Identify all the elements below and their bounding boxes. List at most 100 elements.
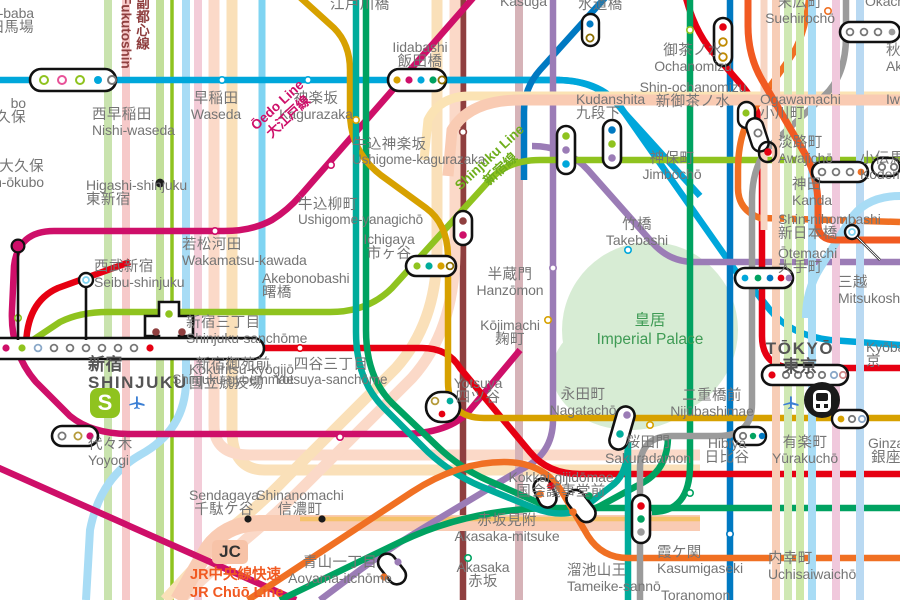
station-jp: 桜田門 — [625, 435, 671, 451]
interchange-aoyama-itchome — [376, 552, 408, 586]
station-label-ushigome-kagurazaka: 牛込神楽坂 Ushigome-kagurazaka — [352, 137, 485, 168]
station-label-shin-ochanomizu: Shin-ochanomizu 新御茶ノ水 — [640, 80, 747, 110]
station-label-shinjuku-sanchome: 新宿三丁目 Shinjuku-sanchōme — [186, 315, 307, 346]
interchange-kasumigaseki — [630, 493, 652, 545]
station-en: Kodemma — [860, 166, 900, 183]
station-jp: 東京 — [782, 357, 818, 377]
station-en: Kokuritsu-kyōgijō — [189, 361, 294, 377]
interchange-yoyogi — [50, 424, 100, 448]
station-jp: 代々木 — [88, 437, 133, 453]
station-label-ichigaya: Ichigaya 市ヶ谷 — [363, 232, 414, 262]
station-jp: 溜池山王 — [567, 563, 627, 579]
interchange-jimbocho — [601, 118, 623, 170]
station-jp: 新大久保 — [0, 159, 44, 175]
interchange-kasuga — [852, 14, 870, 48]
station-jp: 飯田橋 — [397, 53, 443, 70]
station-label-hibiya: Hibiya 日比谷 — [705, 436, 750, 466]
namboku-line — [352, 0, 632, 600]
station-jp: 千駄ケ谷 — [194, 501, 254, 518]
jc-badge-text: JC — [219, 542, 241, 561]
station-en: Ginza — [867, 435, 900, 451]
station-label-okachimachi: Okachi — [865, 0, 900, 9]
station-label-yotsuya-sanchome: 四谷三丁目 Yotsuya-sanchōme — [274, 357, 388, 388]
jr-chuo-line-label: JR中央線快速 JR Chūō Line — [190, 566, 283, 600]
station-en: Shin-ochanomizu — [639, 79, 747, 95]
station-label-iidabashi: Iidabashi 飯田橋 — [392, 40, 447, 70]
interchange-yotsuya — [424, 390, 462, 424]
station-en: Sendagaya — [189, 487, 259, 503]
station-en: Iidabashi — [392, 39, 448, 55]
station-label-okubo: bo 大久保 — [0, 96, 26, 126]
station-label-ushigome-yanagicho: 牛込柳町 Ushigome-yanagichō — [298, 197, 424, 228]
interchange-shinjuku — [0, 238, 266, 361]
station-en: Ichigaya — [363, 231, 415, 247]
station-jp: 神保町 — [649, 151, 695, 167]
interchange-tameike-sanno — [565, 488, 597, 524]
station-label-sendagaya: Sendagaya 千駄ケ谷 — [189, 488, 259, 518]
station-label-nagatacho: 永田町 Nagatachō — [550, 387, 617, 418]
station-jp: 東新宿 — [86, 191, 131, 208]
station-jp: 半蔵門 — [487, 267, 533, 283]
station-jp: 西早稲田 — [92, 107, 152, 123]
tokyo-pictograms — [804, 382, 840, 418]
station-label-hanzomon: 半蔵門 Hanzōmon — [477, 267, 544, 298]
station-en: Shin-nihombashi — [778, 211, 881, 227]
station-en: TŌKYŌ — [765, 339, 835, 358]
hibiya-line — [636, 0, 850, 600]
station-jp: 秋 — [886, 43, 900, 59]
station-en: Toranomon — [661, 587, 731, 600]
station-en: Higashi-shinjuku — [86, 177, 188, 193]
station-jp: 早稲田 — [193, 91, 239, 107]
station-jp: 新御茶ノ水 — [655, 93, 731, 110]
station-en: Ushigome-yanagichō — [298, 212, 424, 228]
interchange-mitsukoshimae — [870, 156, 900, 178]
jc-line-badge: JC — [212, 540, 248, 564]
station-en: Akasaka-mitsuke — [454, 528, 560, 545]
station-en: bo — [10, 95, 26, 111]
station-label-ogawamachi: Ogawamachi 小川町 — [760, 92, 841, 122]
station-jp: 竹橋 — [622, 217, 652, 233]
station-en: Shinanomachi — [256, 487, 344, 503]
station-label-shinjuku: 新宿 SHINJUKU — [88, 355, 188, 393]
station-label-kanda: 神田 Kanda — [792, 177, 832, 208]
interchange-higashi-shinjuku — [452, 209, 474, 247]
station-jp: 末広町 — [777, 0, 823, 11]
line-label-en: Fukutoshin — [118, 0, 134, 69]
station-jp: 霞ケ関 — [657, 545, 702, 561]
station-en: Aoyama-itchōme — [288, 570, 392, 587]
station-label-uchisaiwaicho: 内幸町 Uchisaiwaichō — [768, 551, 856, 582]
station-jp: 御茶ノ水 — [663, 43, 723, 59]
station-jp: 若松河田 — [182, 237, 242, 253]
station-label-iwamotocho: Iw — [886, 92, 900, 107]
interchange-akihabara — [838, 20, 900, 44]
station-en: Kasuga — [500, 0, 547, 9]
station-jp: 高田馬場 — [0, 19, 34, 36]
interchange-otemachi — [733, 266, 795, 290]
station-en: Yotsuya-sanchōme — [274, 372, 388, 388]
station-label-awajicho: 淡路町 Awajichō — [778, 135, 833, 166]
interchange-kasuga-marker — [580, 12, 601, 48]
station-en: Ak — [886, 58, 900, 75]
airplane-icon — [126, 392, 148, 417]
station-label-nijubashimae: 二重橋前 Nijūbashimae — [670, 388, 754, 419]
station-en: Ōtemachi — [778, 245, 838, 261]
station-jp: 神田 — [792, 177, 822, 193]
station-label-suehirocho: 末広町 Suehirochō — [765, 0, 835, 26]
station-en: Nishi-waseda — [92, 122, 175, 139]
interchange-iidabashi — [386, 67, 448, 93]
station-label-takebashi: 竹橋 Takebashi — [606, 217, 668, 248]
station-label-edogawabashi: 江戸川橋 — [330, 0, 390, 13]
station-label-kagurazaka: 神楽坂 Kagurazaka — [279, 91, 353, 122]
station-label-aoyama-itchome: 青山一丁目 Aoyama-itchōme — [288, 555, 392, 587]
interchange-kudanshita — [555, 124, 577, 176]
interchange-akasaka-mitsuke — [532, 477, 558, 509]
interchange-markers — [0, 12, 900, 586]
station-en: Sakuradamon — [604, 450, 692, 467]
station-jp: 新日本橋 — [778, 225, 838, 242]
station-jp: 国会議事堂前 — [516, 483, 606, 500]
station-en: Tameike-sannō — [567, 578, 661, 595]
station-label-yotsuya: Yotsuya 四ツ谷 — [454, 376, 503, 406]
station-jp: 新宿 — [88, 355, 123, 374]
station-en: SHINJUKU — [88, 373, 188, 393]
